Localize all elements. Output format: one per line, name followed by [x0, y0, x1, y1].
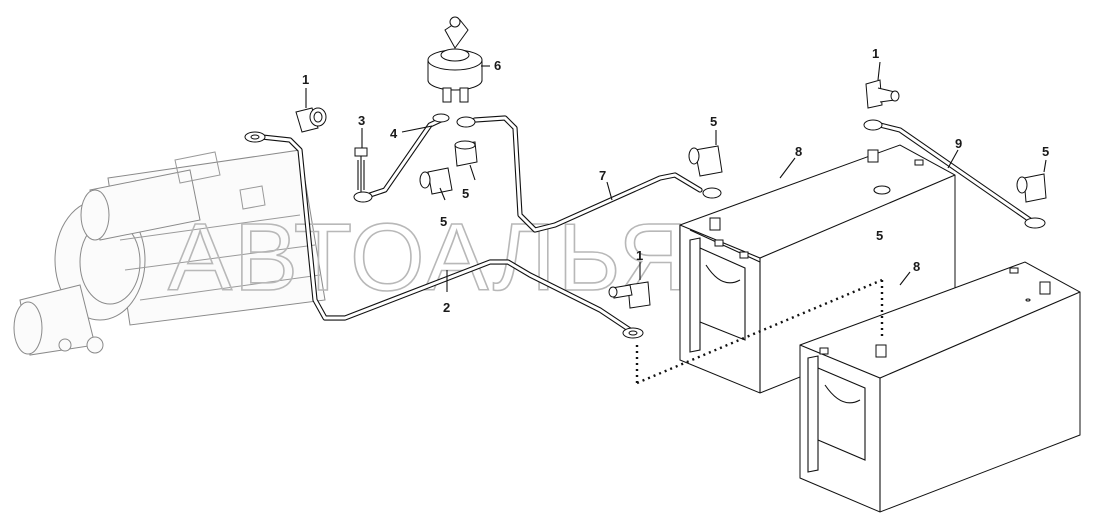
callout-5-e: 5 [876, 228, 883, 243]
callout-4: 4 [390, 126, 398, 141]
battery-8-front [799, 261, 1081, 513]
leader-lines [305, 61, 1047, 292]
terminal-cap-1-left [295, 107, 327, 133]
cable-2 [259, 134, 633, 333]
ground-link-dotted [635, 278, 884, 385]
terminal-cap-1-center [608, 281, 651, 309]
callout-8-rear: 8 [795, 144, 802, 159]
terminal-cap-5-b [454, 140, 478, 167]
battery-switch-6 [427, 16, 483, 103]
cable-7 [472, 115, 703, 233]
callout-9: 9 [955, 136, 962, 151]
callout-1-left: 1 [302, 72, 309, 87]
callout-5-c: 5 [710, 114, 717, 129]
terminal-cap-5-a [688, 145, 723, 177]
callout-1-center: 1 [636, 248, 643, 263]
callouts: 1 1 1 2 3 4 5 5 5 5 5 6 7 8 8 9 [302, 46, 1049, 315]
bolt-3 [354, 147, 368, 192]
terminal-cap-5-c [419, 167, 453, 195]
callout-3: 3 [358, 113, 365, 128]
callout-5-a: 5 [440, 214, 447, 229]
callout-7: 7 [599, 168, 606, 183]
terminal-cap-5-d [1016, 173, 1047, 203]
callout-8-front: 8 [913, 259, 920, 274]
ring-terminals [244, 113, 1046, 339]
callout-2: 2 [443, 300, 450, 315]
callout-5-d: 5 [1042, 144, 1049, 159]
callout-1-right: 1 [872, 46, 879, 61]
cable-9 [877, 122, 1033, 223]
callout-6: 6 [494, 58, 501, 73]
terminal-cap-1-right [865, 79, 900, 109]
starter-motor [13, 149, 326, 356]
callout-5-b: 5 [462, 186, 469, 201]
